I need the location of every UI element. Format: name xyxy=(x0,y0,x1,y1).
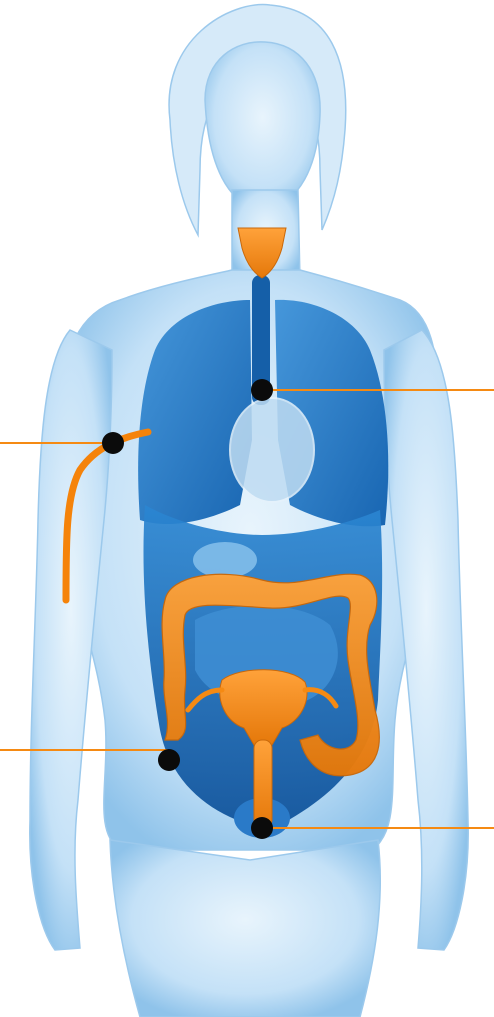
heart xyxy=(230,398,314,502)
marker-arm[interactable] xyxy=(102,432,124,454)
stomach xyxy=(193,542,257,578)
head xyxy=(205,42,320,210)
legs xyxy=(110,840,380,1017)
marker-pelvis-left[interactable] xyxy=(158,749,180,771)
marker-chest[interactable] xyxy=(251,379,273,401)
body-silhouette xyxy=(30,5,468,1017)
vaginal-canal xyxy=(254,740,272,828)
marker-pelvis-center[interactable] xyxy=(251,817,273,839)
